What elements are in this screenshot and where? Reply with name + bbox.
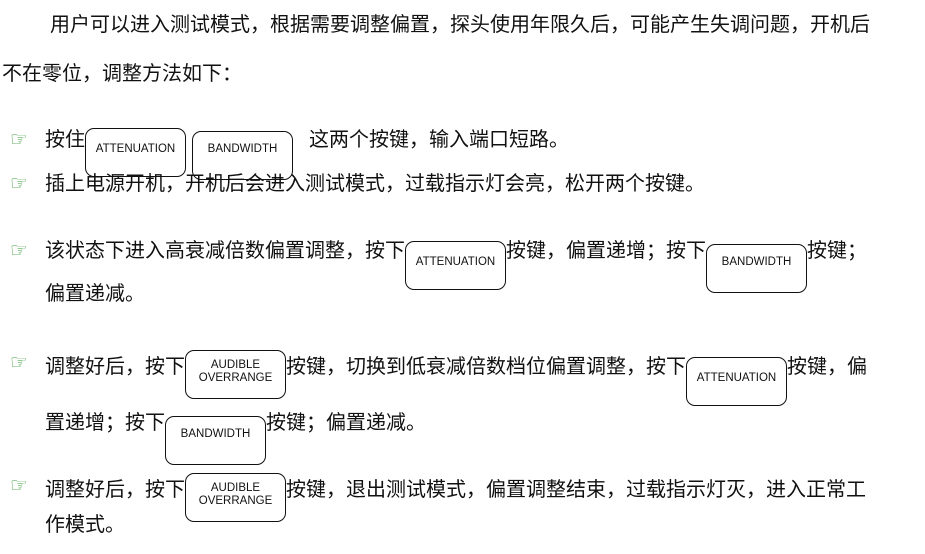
pointing-hand-icon: ☞ <box>10 238 28 262</box>
bullet-text: 这两个按键，输入端口短路。 <box>309 127 569 151</box>
bullet-text: 按键，切换到低衰减倍数档位偏置调整，按下 <box>286 354 686 378</box>
pointing-hand-icon: ☞ <box>10 350 28 374</box>
bullet-5-cont: 作模式。 <box>45 512 125 536</box>
intro-line-2: 不在零位，调整方法如下： <box>2 61 242 85</box>
attenuation-key: ATTENUATION <box>405 241 506 290</box>
bullet-text: 置递增；按下 <box>45 410 165 434</box>
pointing-hand-icon: ☞ <box>10 171 28 195</box>
bullet-text: 调整好后，按下 <box>45 354 185 378</box>
bullet-text: 按键，偏置递增；按下 <box>506 238 706 262</box>
intro-line-1: 用户可以进入测试模式，根据需要调整偏置，探头使用年限久后，可能产生失调问题，开机… <box>50 12 870 36</box>
bullet-text: 按键；偏置递减。 <box>266 410 426 434</box>
bullet-text: 按键，偏 <box>787 354 867 378</box>
pointing-hand-icon: ☞ <box>10 127 28 151</box>
bullet-3-cont: 偏置递减。 <box>45 281 145 305</box>
bullet-text: 调整好后，按下 <box>45 477 185 501</box>
key-label: OVERRANGE <box>198 495 273 507</box>
pointing-hand-icon: ☞ <box>10 473 28 497</box>
bullet-text: 按键； <box>807 238 867 262</box>
bandwidth-key: BANDWIDTH <box>706 244 807 293</box>
key-label: OVERRANGE <box>198 372 273 384</box>
bandwidth-key: BANDWIDTH <box>192 131 293 180</box>
key-label: AUDIBLE <box>210 359 261 371</box>
bandwidth-key: BANDWIDTH <box>165 416 266 465</box>
attenuation-key: ATTENUATION <box>686 357 787 406</box>
bullet-text: 按键，退出测试模式，偏置调整结束，过载指示灯灭，进入正常工 <box>286 477 866 501</box>
bullet-text: 按住 <box>45 127 85 151</box>
bullet-2: 插上电源开机，开机后会进入测试模式，过载指示灯会亮，松开两个按键。 <box>45 171 705 195</box>
attenuation-key: ATTENUATION <box>85 128 186 177</box>
bullet-text: 该状态下进入高衰减倍数偏置调整，按下 <box>45 238 405 262</box>
key-label: AUDIBLE <box>210 482 261 494</box>
